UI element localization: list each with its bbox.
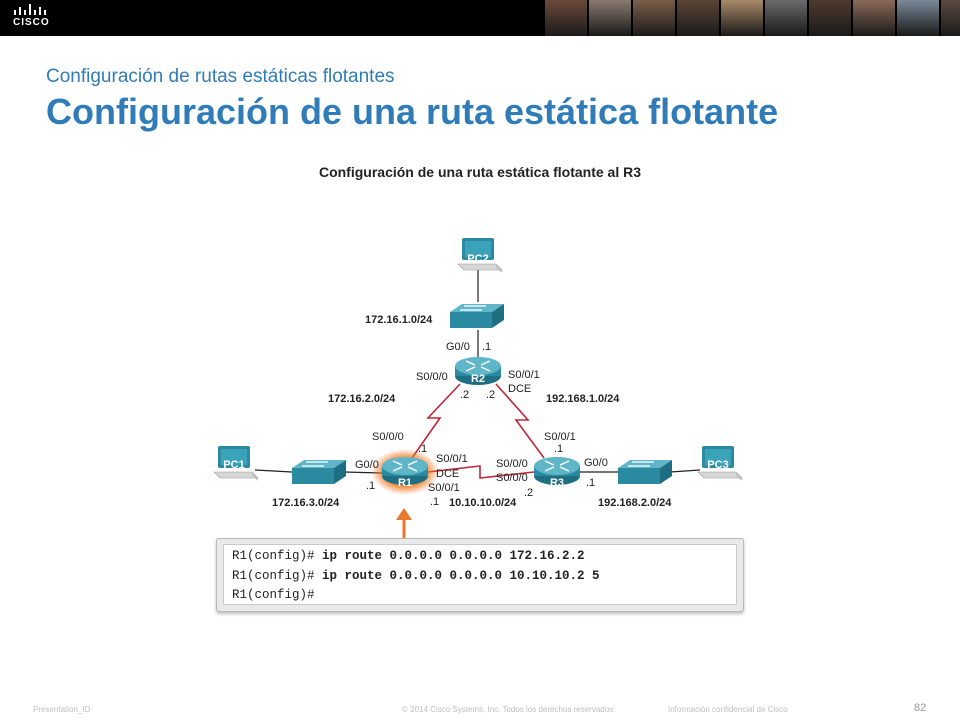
pc3-label: PC3: [707, 459, 728, 471]
r1-label: R1: [398, 477, 412, 489]
pc1-label: PC1: [223, 459, 244, 471]
command-line-1: R1(config)# ip route 0.0.0.0 0.0.0.0 172…: [232, 549, 585, 563]
r2-g00-ip: .1: [482, 341, 491, 353]
switch-top-icon[interactable]: [449, 303, 505, 329]
up-arrow-icon: [396, 508, 412, 538]
r2-s001-ip: .2: [486, 389, 495, 401]
r1-s001b-label: S0/0/1: [428, 482, 460, 494]
r3-g00-label: G0/0: [584, 457, 608, 469]
serial-link-r1-r3: [427, 465, 535, 479]
slide-subtitle: Configuración de rutas estáticas flotant…: [46, 66, 395, 87]
r2-s000-label: S0/0/0: [416, 371, 448, 383]
command-prompt: R1(config)#: [232, 549, 323, 563]
net-pc3-label: 192.168.2.0/24: [598, 497, 672, 509]
header-photo-tile: [941, 0, 960, 36]
net-pc1-label: 172.16.3.0/24: [272, 497, 340, 509]
header-photo-tile: [589, 0, 631, 36]
command-output-box: R1(config)# ip route 0.0.0.0 0.0.0.0 172…: [216, 538, 744, 612]
net-r1-r2-label: 172.16.2.0/24: [328, 393, 396, 405]
header-photo-strip: [545, 0, 960, 36]
command-line-3: R1(config)#: [232, 588, 315, 602]
cisco-logo-text: CISCO: [13, 17, 50, 28]
pc2-label: PC2: [467, 253, 488, 265]
serial-link-r2-r3: [495, 383, 545, 459]
command-prompt: R1(config)#: [232, 569, 323, 583]
header-photo-tile: [545, 0, 587, 36]
r3-s000-ip: .2: [524, 487, 533, 499]
r3-s000b-label: S0/0/0: [496, 472, 528, 484]
header-photo-tile: [721, 0, 763, 36]
header-photo-tile: [853, 0, 895, 36]
net-pc2-label: 172.16.1.0/24: [365, 314, 433, 326]
link-pc1-switch: [254, 469, 293, 473]
r1-g00-label: G0/0: [355, 459, 379, 471]
net-r2-r3-label: 192.168.1.0/24: [546, 393, 620, 405]
header-photo-tile: [809, 0, 851, 36]
r1-s001-label: S0/0/1: [436, 453, 468, 465]
r3-s001-ip: .1: [554, 443, 563, 455]
r3-g00-ip: .1: [586, 477, 595, 489]
header-photo-tile: [765, 0, 807, 36]
figure-title: Configuración de una ruta estática flota…: [318, 164, 642, 180]
serial-links: [411, 383, 545, 479]
switch-right-icon[interactable]: [617, 459, 673, 485]
command-prompt: R1(config)#: [232, 588, 315, 602]
header-photo-tile: [633, 0, 675, 36]
switch-left-icon[interactable]: [291, 459, 347, 485]
r2-s000-ip: .2: [460, 389, 469, 401]
r1-dce-label: DCE: [436, 468, 459, 480]
command-text: ip route 0.0.0.0 0.0.0.0 10.10.10.2 5: [322, 569, 600, 583]
slide-title: Configuración de una ruta estática flota…: [46, 91, 779, 132]
header-photo-tile: [677, 0, 719, 36]
r3-s001-label: S0/0/1: [544, 431, 576, 443]
r2-g00-label: G0/0: [446, 341, 470, 353]
footer-copyright: © 2014 Cisco Systems, Inc. Todos los der…: [402, 705, 616, 714]
cisco-logo-icon: [14, 4, 46, 15]
header-bar: CISCO: [0, 0, 960, 36]
link-switch-pc3: [669, 469, 701, 473]
command-text: ip route 0.0.0.0 0.0.0.0 172.16.2.2: [322, 549, 585, 563]
footer-confidential: Información confidencial de Cisco: [668, 705, 788, 714]
r1-s001b-ip: .1: [430, 496, 439, 508]
r1-s000-ip: .1: [418, 443, 427, 455]
r2-dce-label: DCE: [508, 383, 531, 395]
command-line-2: R1(config)# ip route 0.0.0.0 0.0.0.0 10.…: [232, 569, 600, 583]
page-number: 82: [914, 702, 927, 714]
r1-s000-label: S0/0/0: [372, 431, 404, 443]
r3-s000a-label: S0/0/0: [496, 458, 528, 470]
header-photo-tile: [897, 0, 939, 36]
r2-s001-label: S0/0/1: [508, 369, 540, 381]
r1-g00-ip: .1: [366, 480, 375, 492]
net-r1-r3-label: 10.10.10.0/24: [449, 497, 517, 509]
r3-label: R3: [550, 477, 564, 489]
r2-label: R2: [471, 373, 485, 385]
command-output-inner: R1(config)# ip route 0.0.0.0 0.0.0.0 172…: [223, 544, 737, 605]
serial-link-r1-r2: [411, 383, 461, 459]
footer-presentation-id: Presentation_ID: [33, 705, 91, 714]
